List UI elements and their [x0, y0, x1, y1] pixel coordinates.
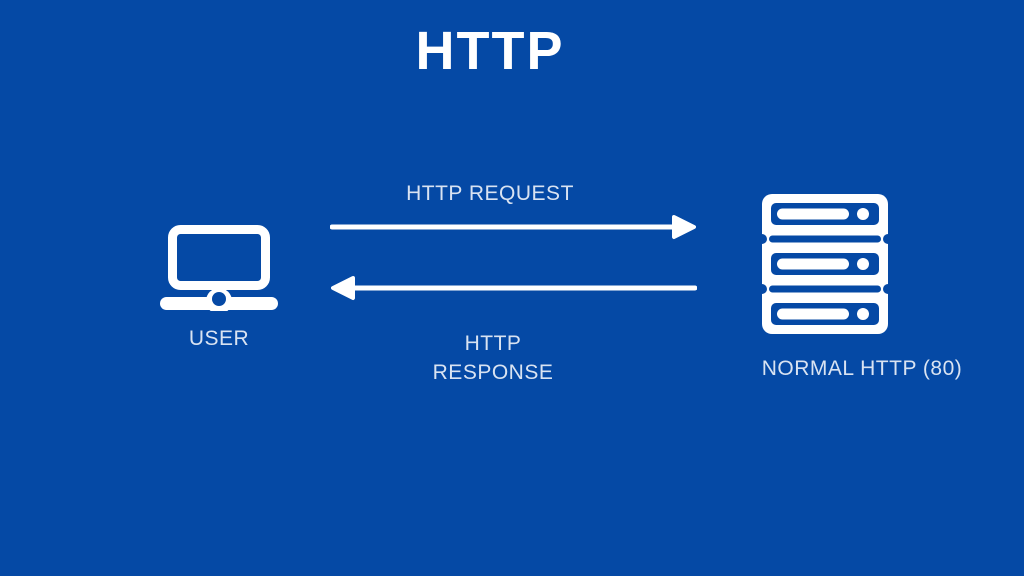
response-arrow-left-icon	[331, 276, 697, 300]
request-label: HTTP REQUEST	[406, 182, 574, 205]
server-label: NORMAL HTTP (80)	[761, 357, 963, 380]
server-rack-icon	[762, 194, 888, 334]
response-label: HTTP RESPONSE	[432, 332, 554, 384]
client-node	[160, 225, 278, 311]
laptop-icon	[160, 225, 278, 311]
request-arrow-right-icon	[330, 215, 696, 239]
page-title: HTTP	[415, 21, 565, 81]
server-node	[762, 194, 888, 334]
client-label: USER	[188, 327, 250, 350]
